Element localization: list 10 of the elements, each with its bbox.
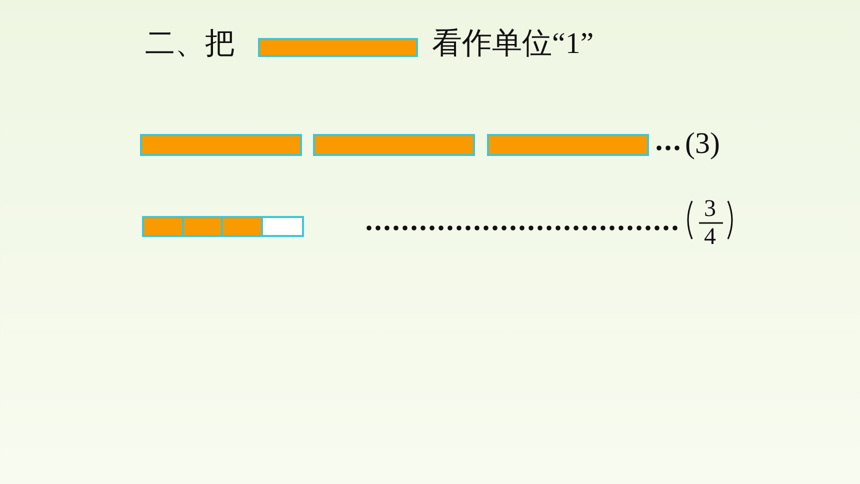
answer-text: (3) [685,126,720,162]
partial-bar [142,216,304,237]
fraction-numerator: 3 [704,196,716,222]
heading-text: 看作单位“1” [432,26,594,62]
heading-text: 二、把 [145,26,235,62]
fraction-denominator: 4 [704,224,716,250]
unit-bar [140,134,302,156]
unit-bar [313,134,475,156]
unit-bar [487,134,649,156]
unit-bar [258,38,418,57]
